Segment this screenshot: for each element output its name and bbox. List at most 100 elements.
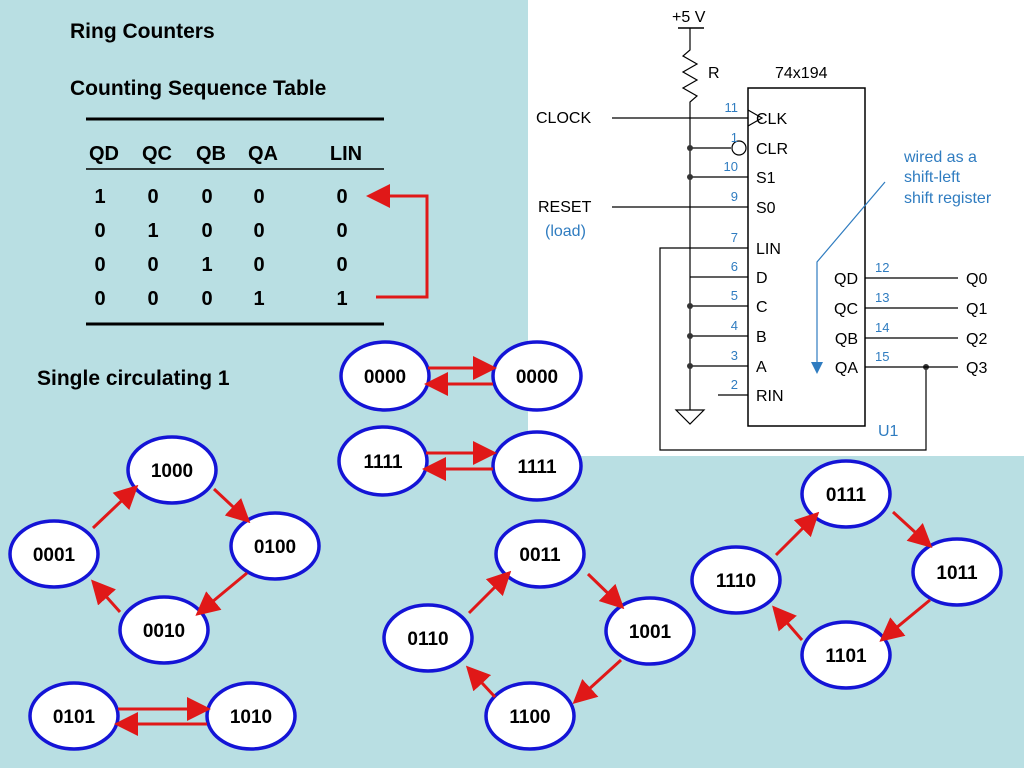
table-cell: 0 xyxy=(94,220,105,242)
state-label: 0100 xyxy=(254,537,296,558)
state-arrows xyxy=(91,356,933,736)
state-node: 0101 xyxy=(28,681,120,751)
table-cell: 0 xyxy=(147,186,158,208)
pin-number: 4 xyxy=(731,318,738,333)
transition-arrow xyxy=(91,579,122,613)
page-title: Ring Counters xyxy=(70,20,215,43)
pin-number: 2 xyxy=(731,377,738,392)
pin-number: 15 xyxy=(875,349,889,364)
pin-number: 5 xyxy=(731,288,738,303)
state-ellipse xyxy=(800,459,892,529)
table-cell: 0 xyxy=(253,220,264,242)
pin-name: CLK xyxy=(756,111,787,128)
state-node: 1110 xyxy=(690,545,782,615)
output-label: Q1 xyxy=(966,301,987,318)
table-cell: 0 xyxy=(336,254,347,276)
pin-number: 13 xyxy=(875,290,889,305)
state-diagrams: 1000 0100 0010 0001 0000 0000 1111 1111 0101 1010… xyxy=(8,340,1003,751)
state-node: 0010 xyxy=(118,595,210,665)
state-node: 1111 xyxy=(337,425,429,497)
state-ellipse xyxy=(604,596,696,666)
table-cell: 0 xyxy=(201,288,212,310)
table-cell: 1 xyxy=(94,186,105,208)
table-cell: 0 xyxy=(147,288,158,310)
state-label: 0010 xyxy=(143,621,185,642)
pin-number: 12 xyxy=(875,260,889,275)
table-header-cell: LIN xyxy=(330,143,362,165)
state-label: 0110 xyxy=(407,629,448,650)
transition-arrow xyxy=(891,510,933,549)
pin-name: QB xyxy=(835,331,858,348)
schematic-background xyxy=(528,0,1024,456)
state-ellipse xyxy=(118,595,210,665)
state-node: 1100 xyxy=(484,681,576,751)
load-label: (load) xyxy=(545,223,586,240)
state-ellipse xyxy=(491,430,583,502)
state-node: 1000 xyxy=(126,435,218,505)
transition-arrow xyxy=(572,658,623,705)
output-label: Q0 xyxy=(966,271,987,288)
chip-label: 74x194 xyxy=(775,65,828,82)
state-node: 1010 xyxy=(205,681,297,751)
state-label: 1101 xyxy=(825,646,867,667)
chip-body xyxy=(747,87,866,427)
state-label: 1011 xyxy=(936,563,978,584)
pin-name: CLR xyxy=(756,141,788,158)
pin-number: 10 xyxy=(724,159,738,174)
clr-bubble xyxy=(731,140,747,156)
state-label: 0000 xyxy=(516,367,558,388)
table-title: Counting Sequence Table xyxy=(70,77,327,100)
state-node: 1111 xyxy=(491,430,583,502)
pin-number: 14 xyxy=(875,320,889,335)
table-cell: 0 xyxy=(94,254,105,276)
pin-name: LIN xyxy=(756,241,781,258)
state-node: 0011 xyxy=(494,519,586,589)
transition-arrow xyxy=(879,598,931,642)
state-label: 0111 xyxy=(826,485,867,506)
lin-feedback-wire xyxy=(659,247,927,451)
state-node: 0001 xyxy=(8,519,100,589)
pin-name: RIN xyxy=(756,388,784,405)
pin-name: B xyxy=(756,329,767,346)
pin-name: QC xyxy=(834,301,858,318)
output-label: Q2 xyxy=(966,331,987,348)
state-label: 0000 xyxy=(364,367,406,388)
state-ellipse xyxy=(382,603,474,673)
state-ellipse xyxy=(8,519,100,589)
c-junction xyxy=(687,303,693,309)
table-cell: 1 xyxy=(336,288,347,310)
resistor xyxy=(681,28,699,410)
transition-arrow xyxy=(772,605,804,641)
state-node: 0111 xyxy=(800,459,892,529)
transition-arrow xyxy=(774,511,820,557)
pin-number: 9 xyxy=(731,189,738,204)
state-label: 1100 xyxy=(509,707,550,728)
table-cell: 0 xyxy=(253,186,264,208)
pin-number: 3 xyxy=(731,348,738,363)
resistor-label: R xyxy=(708,65,720,82)
feedback-arrow xyxy=(366,184,429,299)
transition-arrow xyxy=(195,571,248,616)
transition-arrow xyxy=(465,665,497,699)
state-ellipse xyxy=(911,537,1003,607)
table-cell: 0 xyxy=(94,288,105,310)
table-cell: 0 xyxy=(201,220,212,242)
state-ellipse xyxy=(494,519,586,589)
pin-name: QD xyxy=(834,271,858,288)
supply-label: +5 V xyxy=(672,9,706,26)
table-header-cell: QC xyxy=(142,143,172,165)
table-cell: 0 xyxy=(147,254,158,276)
clr-junction xyxy=(687,145,693,151)
state-node: 0110 xyxy=(382,603,474,673)
pin-name: A xyxy=(756,359,767,376)
state-label: 0001 xyxy=(33,545,76,566)
state-ellipse xyxy=(800,620,892,690)
state-label: 1111 xyxy=(363,452,403,473)
table-header-cell: QD xyxy=(89,143,119,165)
b-junction xyxy=(687,333,693,339)
